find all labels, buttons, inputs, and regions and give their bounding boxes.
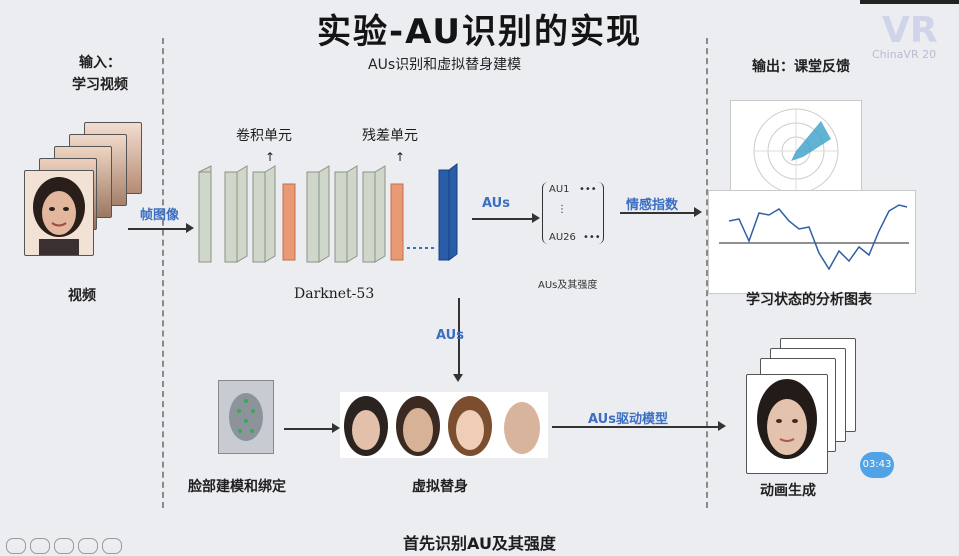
input-label: 输入： bbox=[79, 55, 121, 71]
aus-arrow bbox=[472, 218, 534, 220]
back-icon[interactable] bbox=[6, 538, 26, 554]
separator-right bbox=[706, 38, 708, 508]
animation-label: 动画生成 bbox=[760, 483, 816, 499]
animation-face-image bbox=[746, 374, 828, 474]
chinavr-logo: VR ChinaVR 20 bbox=[860, 0, 959, 70]
conv-layer bbox=[198, 165, 212, 263]
conv-unit-arrow: ↑ bbox=[265, 150, 276, 164]
darknet-diagram bbox=[198, 163, 458, 263]
au-bottom-label: AU26 bbox=[549, 232, 576, 243]
more-icon[interactable] bbox=[102, 538, 122, 554]
aus-drive-arrow bbox=[552, 426, 720, 428]
aus-label: AUs bbox=[482, 196, 510, 211]
separator-left bbox=[162, 38, 164, 508]
face-model-image bbox=[218, 380, 274, 454]
emotion-arrow bbox=[620, 212, 696, 214]
avatar-label: 虚拟替身 bbox=[412, 479, 468, 495]
center-header: AUs识别和虚拟替身建模 bbox=[368, 57, 522, 73]
aus-down-arrow bbox=[458, 298, 460, 376]
output-header: 输出：课堂反馈 bbox=[752, 59, 850, 75]
network-label: Darknet-53 bbox=[294, 286, 375, 302]
pen-icon[interactable] bbox=[30, 538, 50, 554]
copy-icon[interactable] bbox=[54, 538, 74, 554]
video-face-image bbox=[24, 170, 94, 256]
frame-arrow bbox=[128, 228, 188, 230]
video-caption: 视频 bbox=[68, 288, 96, 304]
au-top-label: AU1 bbox=[549, 184, 570, 195]
page-title: 实验-AU识别的实现 bbox=[317, 12, 642, 52]
input-video-label: 学习视频 bbox=[72, 77, 128, 93]
residual-unit-arrow: ↑ bbox=[395, 150, 406, 164]
conv-unit-label: 卷积单元 bbox=[236, 128, 292, 144]
emotion-index-label: 情感指数 bbox=[626, 198, 679, 213]
radar-chart-panel bbox=[730, 100, 862, 198]
face-model-arrow bbox=[284, 428, 334, 430]
avatar-images bbox=[340, 392, 548, 458]
aus-strength-label: AUs及其强度 bbox=[538, 280, 598, 291]
frame-arrow-head bbox=[186, 223, 194, 233]
analysis-label: 学习状态的分析图表 bbox=[746, 292, 872, 308]
logo-text: ChinaVR 20 bbox=[872, 48, 937, 61]
vr-mark: VR bbox=[882, 10, 938, 51]
video-frames-stack bbox=[24, 122, 144, 257]
face-model-label: 脸部建模和绑定 bbox=[188, 479, 286, 495]
au-vector: AU1 ••• ⋮ AU26 ••• bbox=[542, 182, 604, 244]
line-chart-panel bbox=[708, 190, 916, 294]
animation-frames bbox=[746, 338, 858, 474]
residual-unit-label: 残差单元 bbox=[362, 128, 418, 144]
zoom-icon[interactable] bbox=[78, 538, 98, 554]
aus-drive-label: AUs驱动模型 bbox=[588, 412, 668, 427]
aus-down-label: AUs bbox=[436, 328, 464, 343]
frame-image-label: 帧图像 bbox=[140, 208, 180, 223]
footer-subtitle: 首先识别AU及其强度 bbox=[403, 534, 556, 553]
video-timer[interactable]: 03:43 bbox=[860, 452, 894, 478]
